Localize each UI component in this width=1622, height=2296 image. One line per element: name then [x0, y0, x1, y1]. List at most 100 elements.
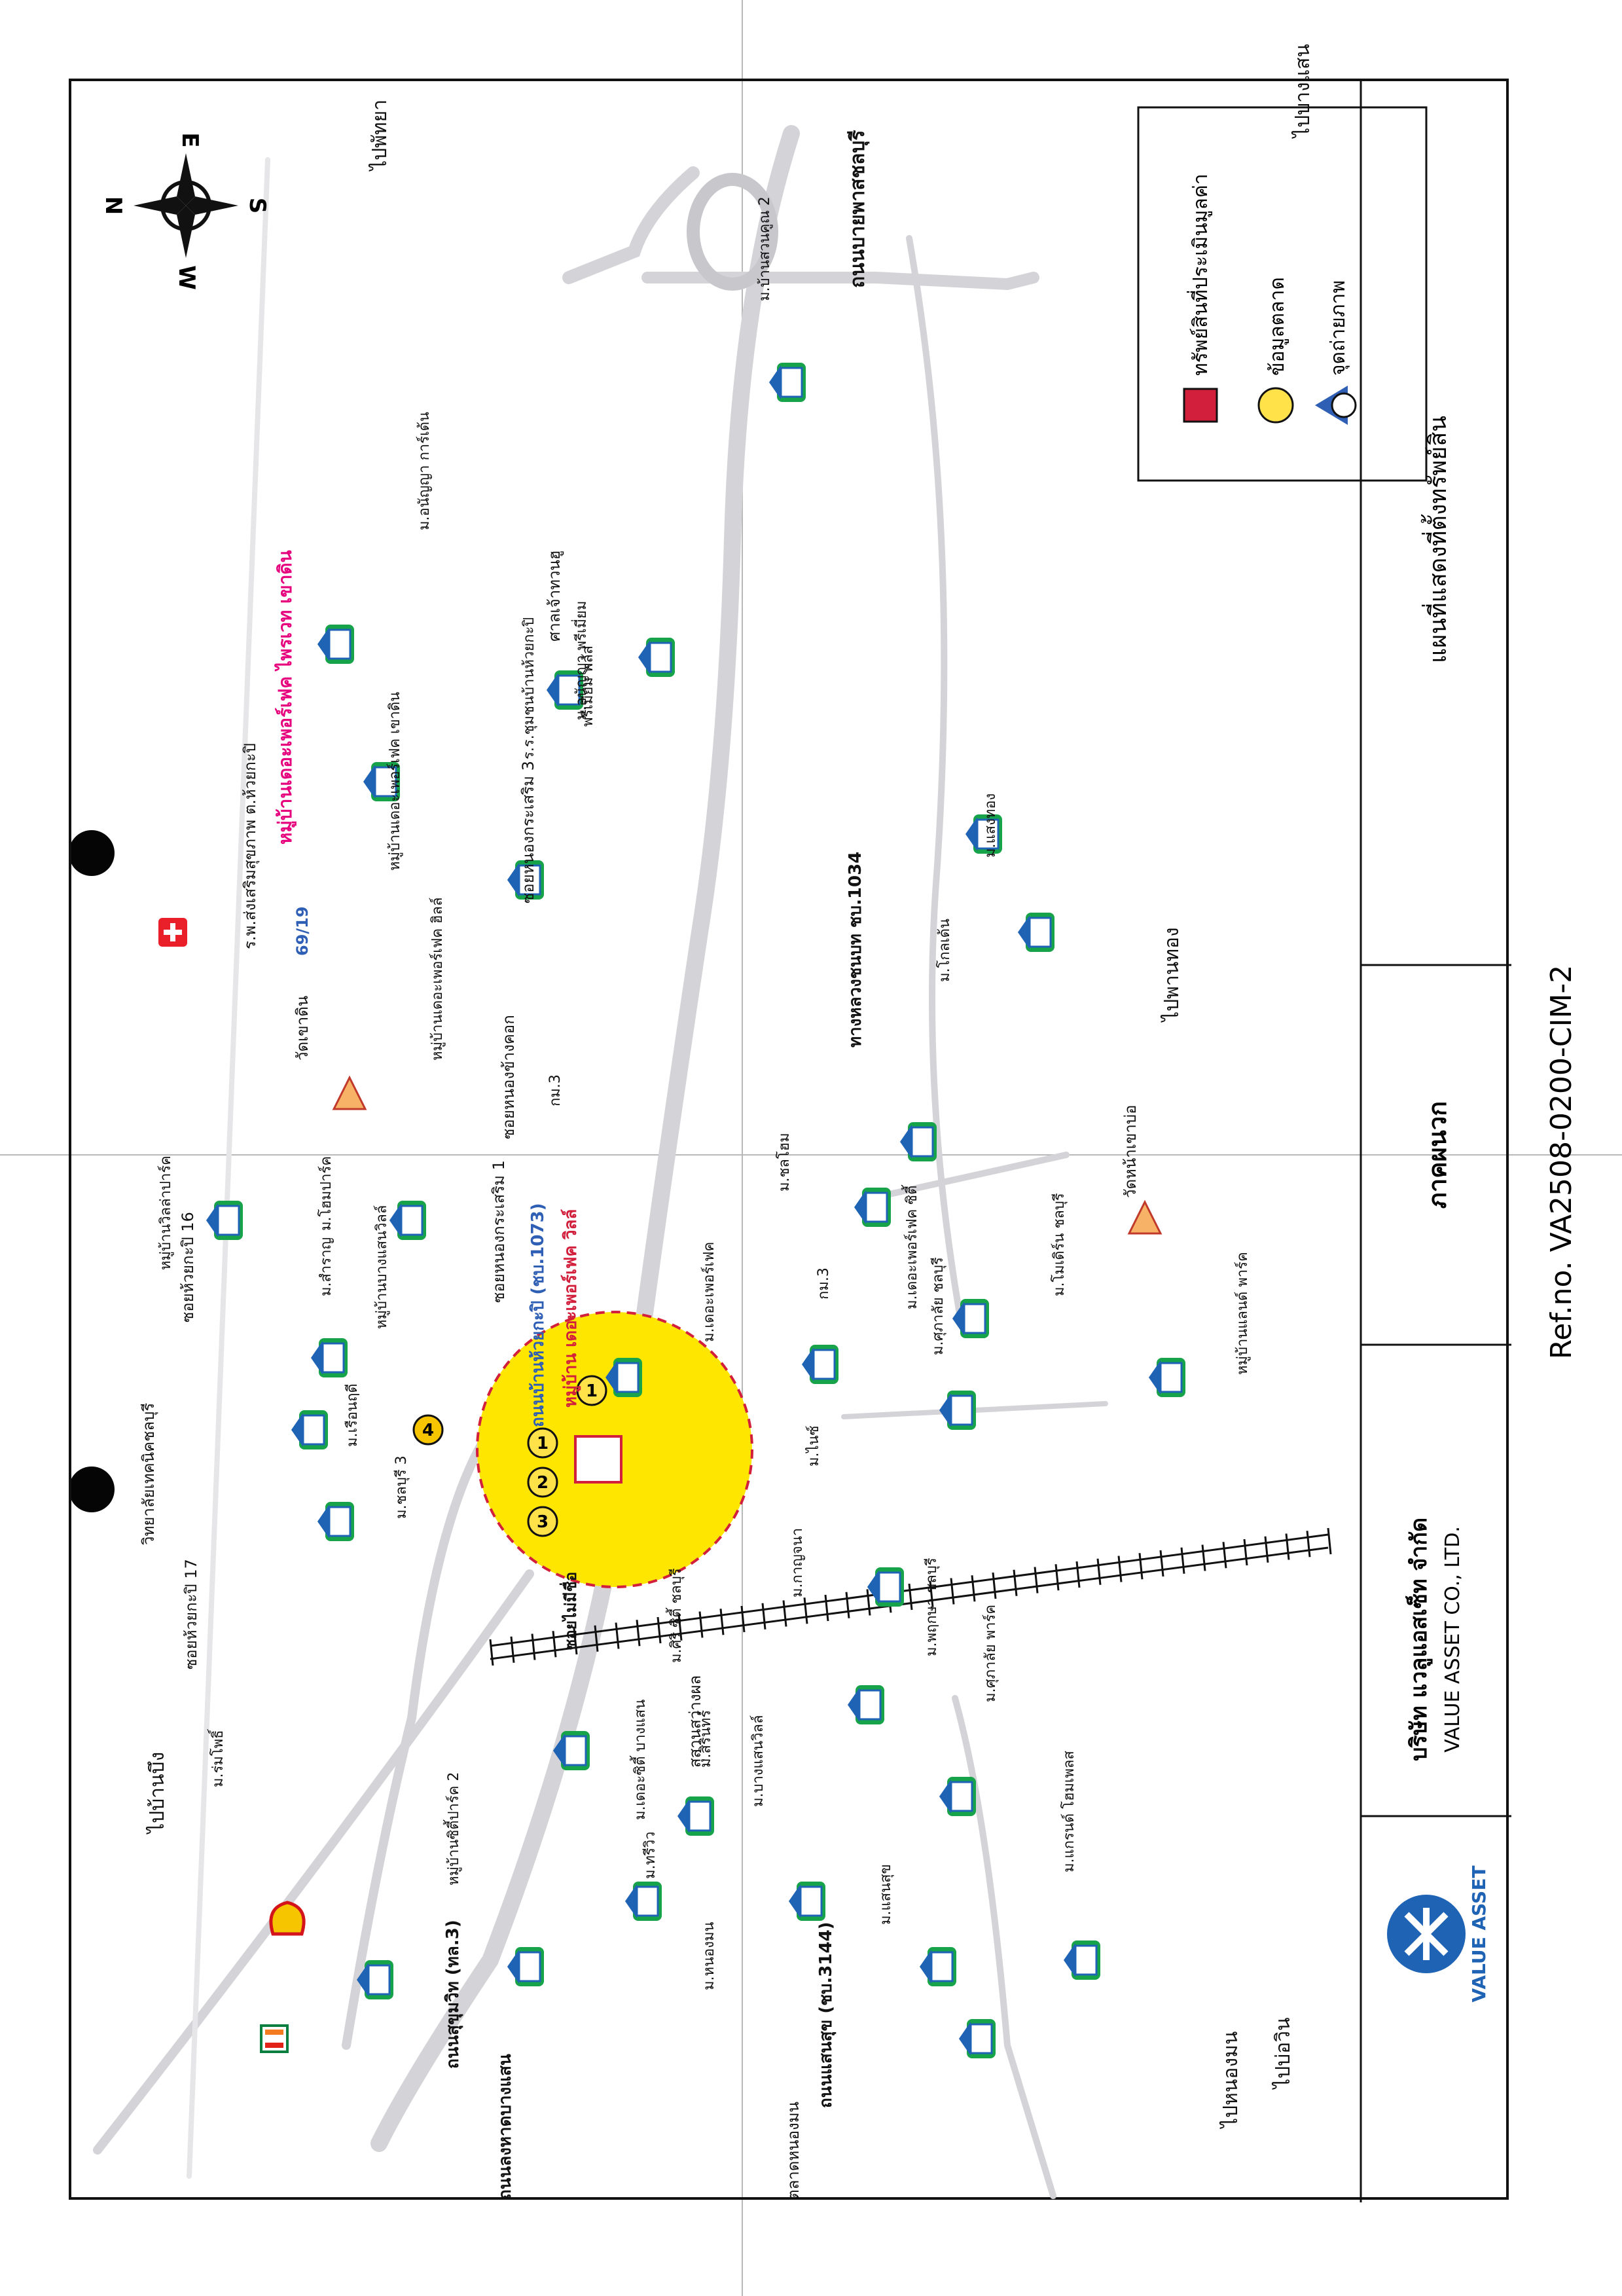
photo-marker-circle	[527, 1506, 558, 1537]
village-house-icon	[625, 1882, 662, 1921]
scan-line-vertical	[742, 0, 743, 2296]
railway-tie	[698, 1611, 704, 1638]
photo-marker-circle	[527, 1427, 558, 1459]
railway-tie	[992, 1572, 997, 1599]
railway-tie	[1117, 1556, 1123, 1582]
map-canvas: 1 1 2 3 4 E W N S	[93, 81, 1511, 2202]
village-house-icon	[965, 814, 1002, 854]
village-house-icon	[317, 1502, 354, 1541]
village-house-icon	[206, 1201, 243, 1240]
legend-property-swatch	[1183, 388, 1218, 423]
photo-marker-4: 4	[412, 1414, 444, 1446]
region-label: ภาคผนวก	[1423, 1101, 1452, 1209]
railway-tie	[636, 1620, 641, 1647]
village-house-icon	[507, 1947, 544, 1986]
railway-tie	[761, 1603, 766, 1630]
railway-tie	[1075, 1561, 1081, 1588]
hospital-cross-icon	[158, 918, 187, 947]
legend-photo-point-icon	[1315, 386, 1357, 425]
village-house-icon	[848, 1685, 884, 1724]
compass-letter-w: W	[173, 265, 200, 290]
village-house-icon	[959, 2019, 996, 2058]
railway-tie	[594, 1625, 599, 1652]
railway-tie	[657, 1616, 662, 1644]
railway-tie	[573, 1628, 578, 1655]
photo-marker-1: 1	[576, 1375, 607, 1406]
village-house-icon	[867, 1567, 904, 1607]
compass-letter-n: N	[100, 196, 126, 215]
railway-tie	[740, 1605, 746, 1633]
railway-tie	[1306, 1531, 1311, 1558]
map-frame: 1 1 2 3 4 E W N S	[69, 79, 1511, 2202]
compass-rose-icon: E W N S	[100, 132, 270, 289]
photo-marker-number: 3	[537, 1512, 549, 1532]
village-house-icon	[854, 1188, 891, 1227]
railway-tie	[845, 1592, 850, 1618]
road-network	[93, 125, 1108, 2199]
village-house-icon	[389, 1201, 426, 1240]
scan-line-horizontal	[0, 1154, 1622, 1156]
photo-marker-3: 3	[527, 1506, 558, 1537]
railway-tie	[929, 1580, 934, 1607]
railway-tie	[1159, 1550, 1164, 1577]
photo-marker-number: 2	[537, 1473, 549, 1493]
compass-letter-e: E	[177, 132, 203, 147]
railway-tie	[950, 1578, 955, 1605]
railway-tie	[1285, 1533, 1290, 1560]
numbered-markers: 1 1 2 3 4	[412, 1375, 607, 1537]
company-name-en: VALUE ASSET CO., LTD.	[1441, 1526, 1464, 1753]
seven-eleven-icon	[260, 2024, 289, 2053]
village-house-icon	[317, 625, 354, 664]
railway-tie	[803, 1597, 808, 1624]
company-logo	[1387, 1895, 1466, 1973]
village-house-icon	[677, 1796, 714, 1836]
railway-tie	[1096, 1558, 1102, 1585]
railway-tie	[615, 1622, 620, 1649]
railway-tie	[782, 1600, 787, 1627]
legend-market-label: ข้อมูลตลาด	[1266, 277, 1289, 376]
railway-ties	[489, 1527, 1332, 1666]
railway-tie	[1034, 1567, 1039, 1594]
legend-market-circle	[1257, 387, 1294, 424]
photo-marker-1: 1	[527, 1427, 558, 1459]
railway-tie	[1013, 1569, 1018, 1596]
village-house-icons	[206, 363, 1185, 2058]
photo-marker-circle	[412, 1414, 444, 1446]
bypass-loop	[687, 173, 778, 291]
legend-photo-label: จุดถ่ายภาพ	[1327, 280, 1350, 376]
railway-tie	[1138, 1553, 1144, 1580]
village-house-icon	[638, 638, 675, 677]
railway-tie	[824, 1594, 829, 1622]
punch-hole-bottom	[69, 1467, 115, 1512]
village-house-icon	[553, 1731, 590, 1770]
village-house-icon	[1018, 913, 1054, 952]
railway-tie	[1054, 1564, 1060, 1591]
railway-tie	[719, 1609, 725, 1635]
village-house-icon	[291, 1410, 328, 1449]
railway-tie	[1243, 1539, 1248, 1566]
village-house-icon	[920, 1947, 956, 1986]
photo-marker-number: 1	[586, 1381, 598, 1401]
village-house-icon	[939, 1777, 976, 1816]
railway-tie	[531, 1633, 536, 1660]
compass-letter-s: S	[244, 198, 270, 214]
property-parcel-marker	[574, 1435, 622, 1484]
photo-marker-number: 1	[537, 1434, 549, 1453]
village-house-icon	[357, 1960, 393, 1999]
village-house-icon	[1149, 1358, 1185, 1397]
village-house-icon	[769, 363, 806, 402]
photo-marker-2: 2	[527, 1467, 558, 1498]
village-house-icon	[605, 1358, 642, 1397]
railway-tie	[1222, 1542, 1227, 1569]
railway-tie	[1201, 1544, 1206, 1571]
photo-marker-number: 4	[422, 1421, 434, 1440]
photo-marker-circle	[576, 1375, 607, 1406]
legend-panel: ทรัพย์สินที่ประเมินมูลค่า ข้อมูลตลาด จุด…	[1137, 106, 1428, 482]
railway-tie	[1180, 1547, 1185, 1574]
railway-tie	[510, 1636, 515, 1663]
company-name-thai: บริษัท แวลูแอสเซ็ท จำกัด	[1405, 1518, 1433, 1761]
village-house-icon	[939, 1391, 976, 1430]
village-house-icon	[363, 762, 400, 801]
map-title: แผนที่แสดงที่ตั้งทรัพย์สิน	[1420, 416, 1452, 663]
